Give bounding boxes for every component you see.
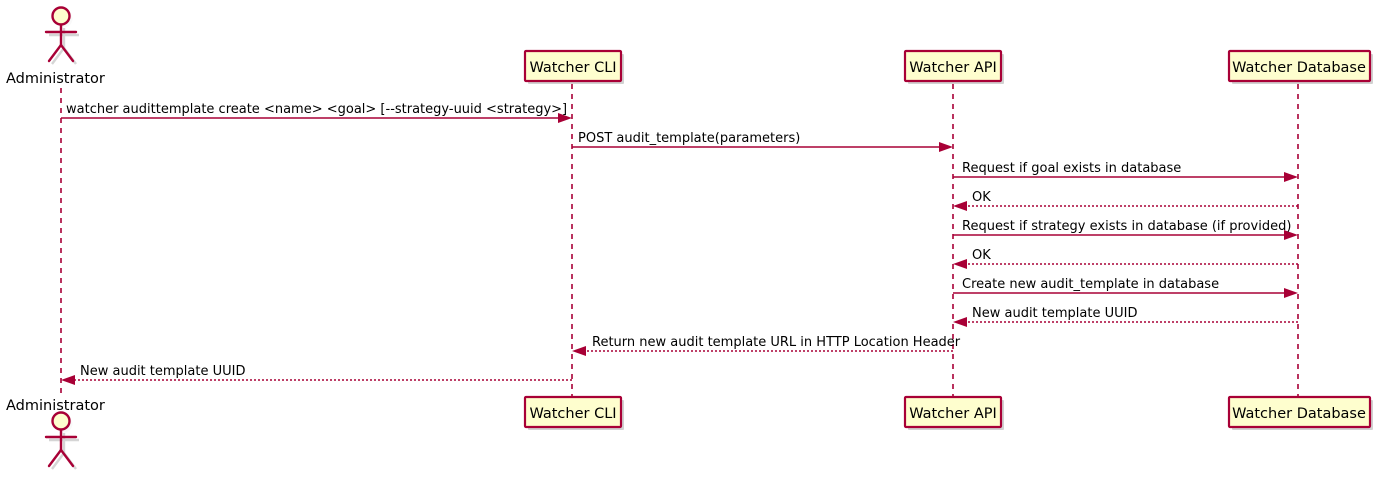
message-3-arrowhead <box>1284 172 1298 182</box>
message-4-arrowhead <box>953 201 967 211</box>
message-4[interactable]: OK <box>953 190 1298 211</box>
participant-box-cli-top[interactable]: Watcher CLI <box>523 49 624 84</box>
message-1-label: watcher audittemplate create <name> <goa… <box>66 102 567 117</box>
participant-label-cli-bottom: Watcher CLI <box>529 406 616 422</box>
message-9-arrowhead <box>572 346 586 356</box>
participant-label-database-top: Watcher Database <box>1232 60 1366 76</box>
participant-box-database-bottom[interactable]: Watcher Database <box>1227 395 1373 430</box>
participant-box-cli-bottom[interactable]: Watcher CLI <box>523 395 624 430</box>
message-9[interactable]: Return new audit template URL in HTTP Lo… <box>572 335 961 356</box>
actor-body-icon-bottom <box>44 428 78 468</box>
message-8-arrowhead <box>953 317 967 327</box>
participant-rect-database-top[interactable] <box>1227 49 1372 83</box>
message-1-arrowhead <box>558 113 572 123</box>
participant-label-database-bottom: Watcher Database <box>1232 406 1366 422</box>
participant-label-api-bottom: Watcher API <box>909 406 997 422</box>
participant-rect-database-bottom[interactable] <box>1227 395 1372 429</box>
message-7-arrowhead <box>1284 288 1298 298</box>
message-7[interactable]: Create new audit_template in database <box>953 277 1298 298</box>
message-3-label: Request if goal exists in database <box>962 161 1181 176</box>
message-5-arrowhead <box>1284 230 1298 240</box>
actor-body-icon <box>44 23 78 63</box>
participant-label-api-top: Watcher API <box>909 60 997 76</box>
participant-box-database-top[interactable]: Watcher Database <box>1227 49 1373 84</box>
message-4-label: OK <box>972 190 991 205</box>
message-2-arrowhead <box>939 142 953 152</box>
actor-admin-top[interactable]: Administrator <box>6 6 105 88</box>
message-5-label: Request if strategy exists in database (… <box>962 219 1291 234</box>
actor-head-icon-bottom <box>51 411 71 431</box>
message-9-label: Return new audit template URL in HTTP Lo… <box>592 335 961 350</box>
participant-rect-cli-bottom[interactable] <box>523 395 623 429</box>
participant-rect-api-top[interactable] <box>903 49 1003 83</box>
participant-box-api-top[interactable]: Watcher API <box>903 49 1004 84</box>
message-10-arrowhead <box>61 375 75 385</box>
message-1[interactable]: watcher audittemplate create <name> <goa… <box>61 102 572 123</box>
message-6-label: OK <box>972 248 991 263</box>
message-6-arrowhead <box>953 259 967 269</box>
message-5[interactable]: Request if strategy exists in database (… <box>953 219 1298 240</box>
message-6[interactable]: OK <box>953 248 1298 269</box>
participant-box-api-bottom[interactable]: Watcher API <box>903 395 1004 430</box>
message-10-label: New audit template UUID <box>80 364 245 379</box>
message-2-label: POST audit_template(parameters) <box>578 131 800 146</box>
message-7-label: Create new audit_template in database <box>962 277 1219 292</box>
actor-label-admin-top: Administrator <box>6 71 105 87</box>
message-8-label: New audit template UUID <box>972 306 1137 321</box>
message-3[interactable]: Request if goal exists in database <box>953 161 1298 182</box>
actor-admin-bottom[interactable]: Administrator <box>6 398 105 470</box>
participant-rect-api-bottom[interactable] <box>903 395 1003 429</box>
actor-label-admin-bottom: Administrator <box>6 398 105 414</box>
lifelines <box>60 84 1299 396</box>
actor-head-icon <box>51 6 71 26</box>
message-8[interactable]: New audit template UUID <box>953 306 1298 327</box>
participant-label-cli-top: Watcher CLI <box>529 60 616 76</box>
message-2[interactable]: POST audit_template(parameters) <box>572 131 953 152</box>
message-10[interactable]: New audit template UUID <box>61 364 572 385</box>
participant-rect-cli-top[interactable] <box>523 49 623 83</box>
